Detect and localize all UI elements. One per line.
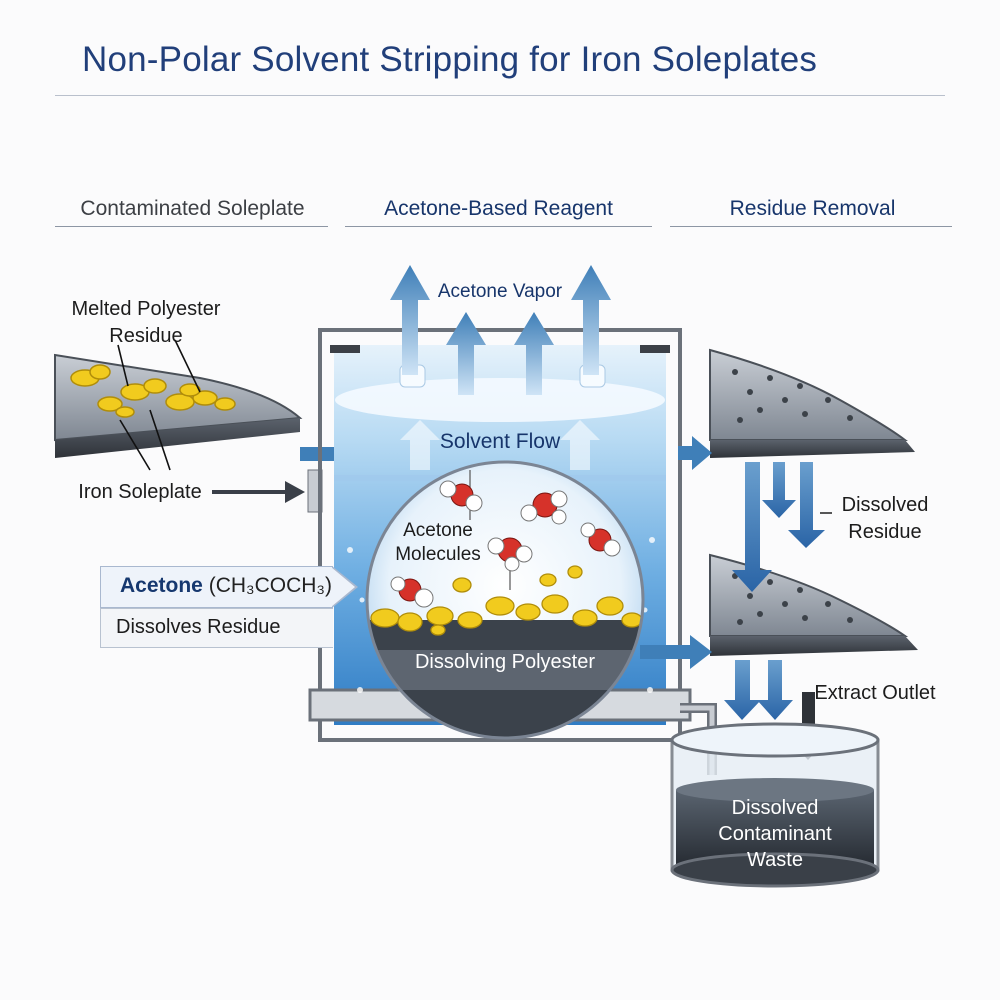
label-dissolving-polyester: Dissolving Polyester (414, 651, 596, 673)
section-heading-reagent: Acetone-Based Reagent (384, 197, 613, 220)
label-melted-residue-line2: Residue (109, 325, 183, 347)
label-waste-line3: Waste (747, 849, 803, 871)
label-dissolved-residue-line1: Dissolved (841, 494, 929, 516)
downflow-arrows (724, 462, 825, 720)
callout-effect-row (100, 608, 333, 648)
page-title: Non-Polar Solvent Stripping for Iron Sol… (82, 40, 818, 79)
label-melted-residue-line1: Melted Polyester (71, 298, 221, 320)
outflow-arrows (640, 436, 712, 669)
section-heading-contaminated: Contaminated Soleplate (80, 197, 305, 220)
label-solvent-flow: Solvent Flow (439, 430, 561, 453)
section-divider-middle (345, 226, 652, 227)
label-extract-outlet: Extract Outlet (814, 682, 936, 704)
label-acetone-molecules-line1: Acetone (403, 520, 473, 541)
callout-acetone-formula: (CH₃COCH₃) (208, 574, 332, 597)
callout-dissolves-residue: Dissolves Residue (116, 616, 281, 638)
label-waste-line2: Contaminant (718, 823, 832, 845)
polyester-residue-clumps (70, 364, 236, 418)
callout-acetone-name: Acetone (120, 574, 203, 597)
magnified-view (365, 460, 645, 740)
section-heading-removal: Residue Removal (729, 197, 896, 220)
label-dissolved-residue-line2: Residue (848, 521, 922, 543)
callout-formula-row (100, 566, 333, 608)
acetone-callout: Acetone (CH₃COCH₃) Dissolves Residue (100, 566, 360, 648)
dissolving-residue-clumps (370, 565, 643, 636)
section-divider-right (670, 226, 952, 227)
waste-container (670, 722, 880, 888)
label-acetone-molecules-line2: Molecules (395, 544, 481, 565)
contaminated-soleplate (54, 339, 303, 471)
vapor-arrows (390, 265, 611, 395)
title-divider (55, 95, 945, 96)
section-divider-left (55, 226, 328, 227)
label-waste-line1: Dissolved (731, 797, 819, 819)
label-iron-soleplate: Iron Soleplate (78, 481, 202, 503)
acetone-molecule-icons (390, 480, 621, 608)
label-acetone-vapor: Acetone Vapor (437, 281, 563, 302)
cleaned-soleplate-upper (709, 348, 915, 458)
